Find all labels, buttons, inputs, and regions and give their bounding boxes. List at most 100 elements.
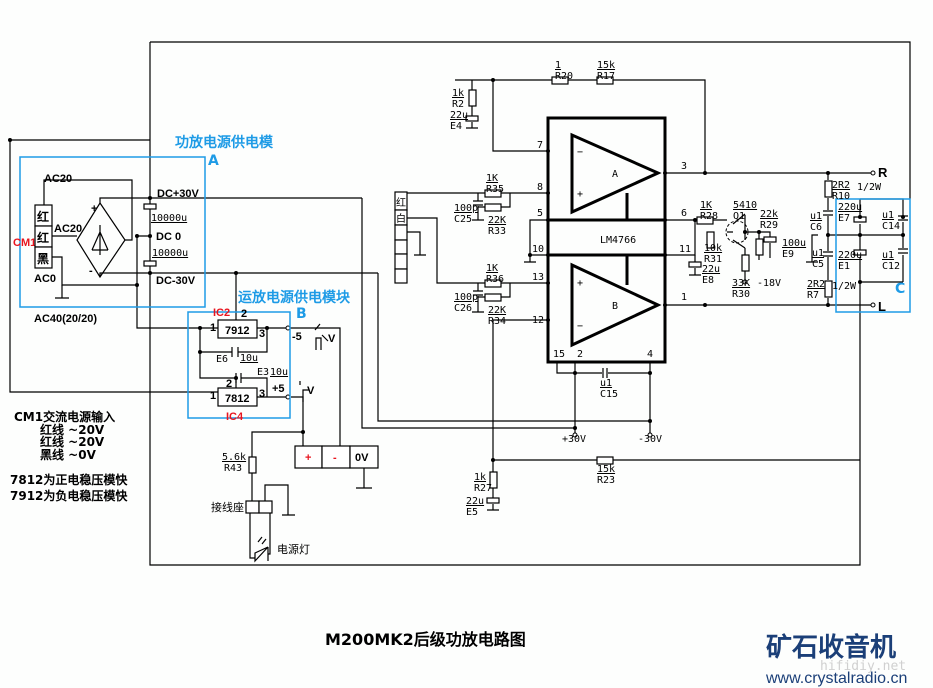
bridge-plus: + (91, 203, 97, 215)
wire (361, 198, 575, 429)
wire (377, 273, 650, 422)
wire (472, 283, 484, 313)
module-c-letter: C (895, 281, 905, 297)
wire (524, 219, 548, 263)
resistor-icon (696, 216, 714, 225)
wire (149, 42, 861, 566)
pin-label: 6 (681, 208, 687, 219)
resistor-icon (468, 89, 477, 107)
junction-dot (135, 283, 139, 287)
c15-ref: C15 (600, 389, 618, 400)
r34-ref: R34 (488, 316, 506, 327)
ic4-7812 (217, 387, 258, 407)
r43-value: 5.6k (222, 452, 246, 463)
junction-dot (826, 233, 830, 237)
electrolytic-capacitor-icon (688, 261, 702, 268)
cap-value: 10000u (151, 213, 187, 224)
resistor-icon (824, 280, 833, 298)
electrolytic-capacitor-icon (143, 203, 157, 210)
q1-value: 5410 (733, 200, 757, 211)
neg5-label: -5 (292, 331, 302, 343)
wire (407, 217, 548, 284)
e3-value: 10u (270, 367, 288, 378)
junction-dot (703, 171, 707, 175)
r34-value: 22K (488, 305, 506, 316)
cm1-label: CM1 (13, 237, 36, 249)
e1-ref: E1 (838, 261, 850, 272)
junction-dot (648, 419, 652, 423)
junction-dot (234, 376, 238, 380)
dc-pos-label: DC+30V (157, 188, 200, 200)
e8-value: 22u (702, 264, 720, 275)
wire (455, 79, 706, 173)
junction-dot (491, 78, 495, 82)
resistor-icon (484, 279, 502, 288)
resistor-icon (596, 76, 614, 85)
junction-dot (901, 233, 905, 237)
neg5-unit: V (328, 333, 336, 345)
switch-icon (299, 323, 329, 402)
terminal-minus-label: - (333, 452, 337, 464)
watermark: hifidiy.net (820, 659, 906, 674)
r29-value: 22k (760, 209, 778, 220)
junction-dot (265, 326, 269, 330)
junction-dot (135, 234, 139, 238)
r35-ref: R35 (486, 184, 504, 195)
r29-ref: R29 (760, 220, 778, 231)
diagram-title: M200MK2后级功放电路图 (325, 630, 526, 649)
pin-label: 8 (537, 182, 543, 193)
e4-ref: E4 (450, 121, 462, 132)
wire (745, 231, 771, 260)
chip-label: LM4766 (600, 235, 636, 246)
c26-value: 100p (454, 292, 478, 303)
r7-ref: R7 (807, 290, 819, 301)
e7-ref: E7 (838, 213, 850, 224)
electrolytic-capacitor-icon (763, 236, 777, 243)
wire (200, 328, 268, 353)
r7-value: 2R2 (807, 279, 825, 290)
wire (478, 283, 511, 298)
r20-value: 1 (555, 60, 561, 71)
pin-label: 7 (537, 140, 543, 151)
input-connector (394, 191, 408, 284)
resistor-icon (484, 189, 502, 198)
terminal-icon (647, 432, 653, 438)
r17-value: 15k (597, 60, 615, 71)
minus-sign: − (577, 147, 583, 158)
minus-sign: − (577, 321, 583, 332)
r28-value: 1K (700, 200, 712, 211)
pin-label: 15 (553, 349, 565, 360)
wire (150, 41, 911, 199)
e9-ref: E9 (782, 249, 794, 260)
r43-ref: R43 (224, 463, 242, 474)
r27-ref: R27 (474, 483, 492, 494)
cm1-cell-red: 红 (37, 209, 49, 224)
r30-supply: -18V (757, 278, 781, 289)
note-line: 7912为负电稳压模快 (10, 488, 128, 503)
output-r-label: R (878, 165, 888, 180)
electrolytic-capacitor-icon (853, 249, 867, 256)
wire (55, 285, 69, 299)
wire (43, 179, 133, 241)
resistor-icon (248, 456, 257, 474)
junction-dot (703, 303, 707, 307)
wire (407, 231, 426, 256)
pin-label: 11 (679, 244, 691, 255)
resistor-icon (489, 471, 498, 489)
e4-value: 22u (450, 110, 468, 121)
r23-value: 15k (597, 464, 615, 475)
junction-dot (826, 171, 830, 175)
wire (492, 319, 860, 461)
r7-power: 1/2W (832, 281, 857, 292)
c12-ref: C12 (882, 261, 900, 272)
pin-label: 2 (241, 308, 247, 320)
junction-dot (573, 371, 577, 375)
ac40-label: AC40(20/20) (34, 313, 97, 325)
junction-dot (234, 271, 238, 275)
ac20-top-label: AC20 (44, 173, 72, 185)
wire (478, 193, 511, 208)
pin-label: 1 (210, 322, 216, 334)
resistor-icon (596, 456, 614, 465)
junction-dot (148, 271, 152, 275)
lm4766-chip (546, 116, 667, 364)
